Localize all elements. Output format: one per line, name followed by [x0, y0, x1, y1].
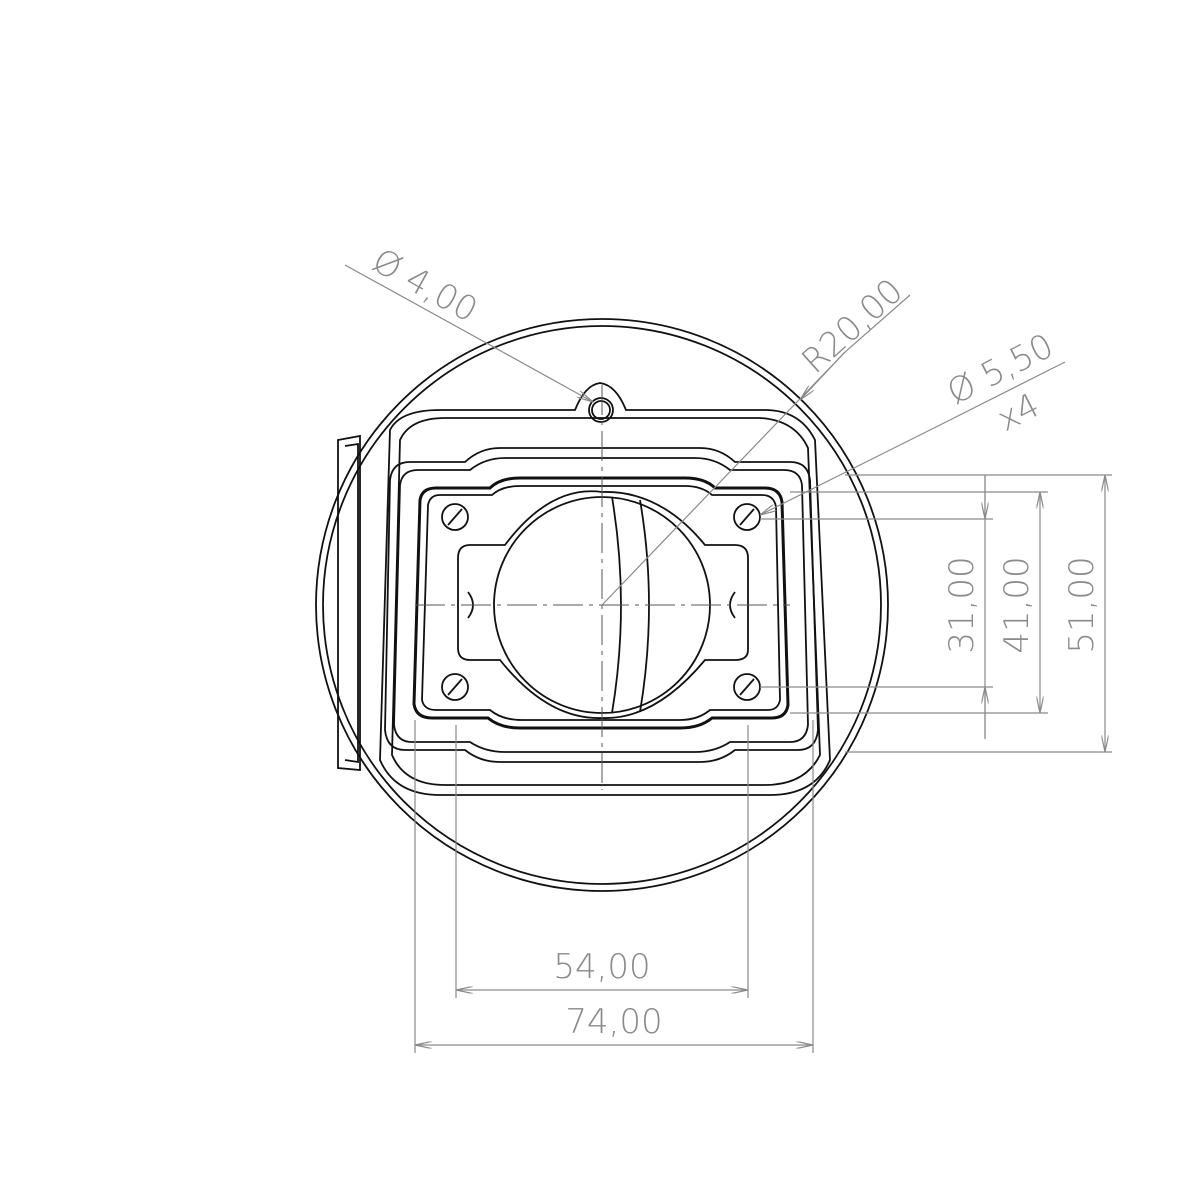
dimension-labels: Ø 4,00 R20,00 Ø 5,50 x4 54,00 74,00 31,0…	[366, 241, 1102, 1042]
outer-width-label: 74,00	[565, 1002, 662, 1042]
dimension-lines	[344, 264, 1112, 1053]
mid-height-label: 41,00	[997, 556, 1037, 653]
radius-label: R20,00	[794, 271, 911, 382]
inner-width-label: 54,00	[553, 947, 650, 987]
inner-height-label: 31,00	[942, 556, 982, 653]
outer-height-label: 51,00	[1062, 556, 1102, 653]
mount-holes	[441, 503, 761, 701]
center-lines	[415, 385, 790, 790]
hole-mount-count-label: x4	[991, 385, 1046, 440]
